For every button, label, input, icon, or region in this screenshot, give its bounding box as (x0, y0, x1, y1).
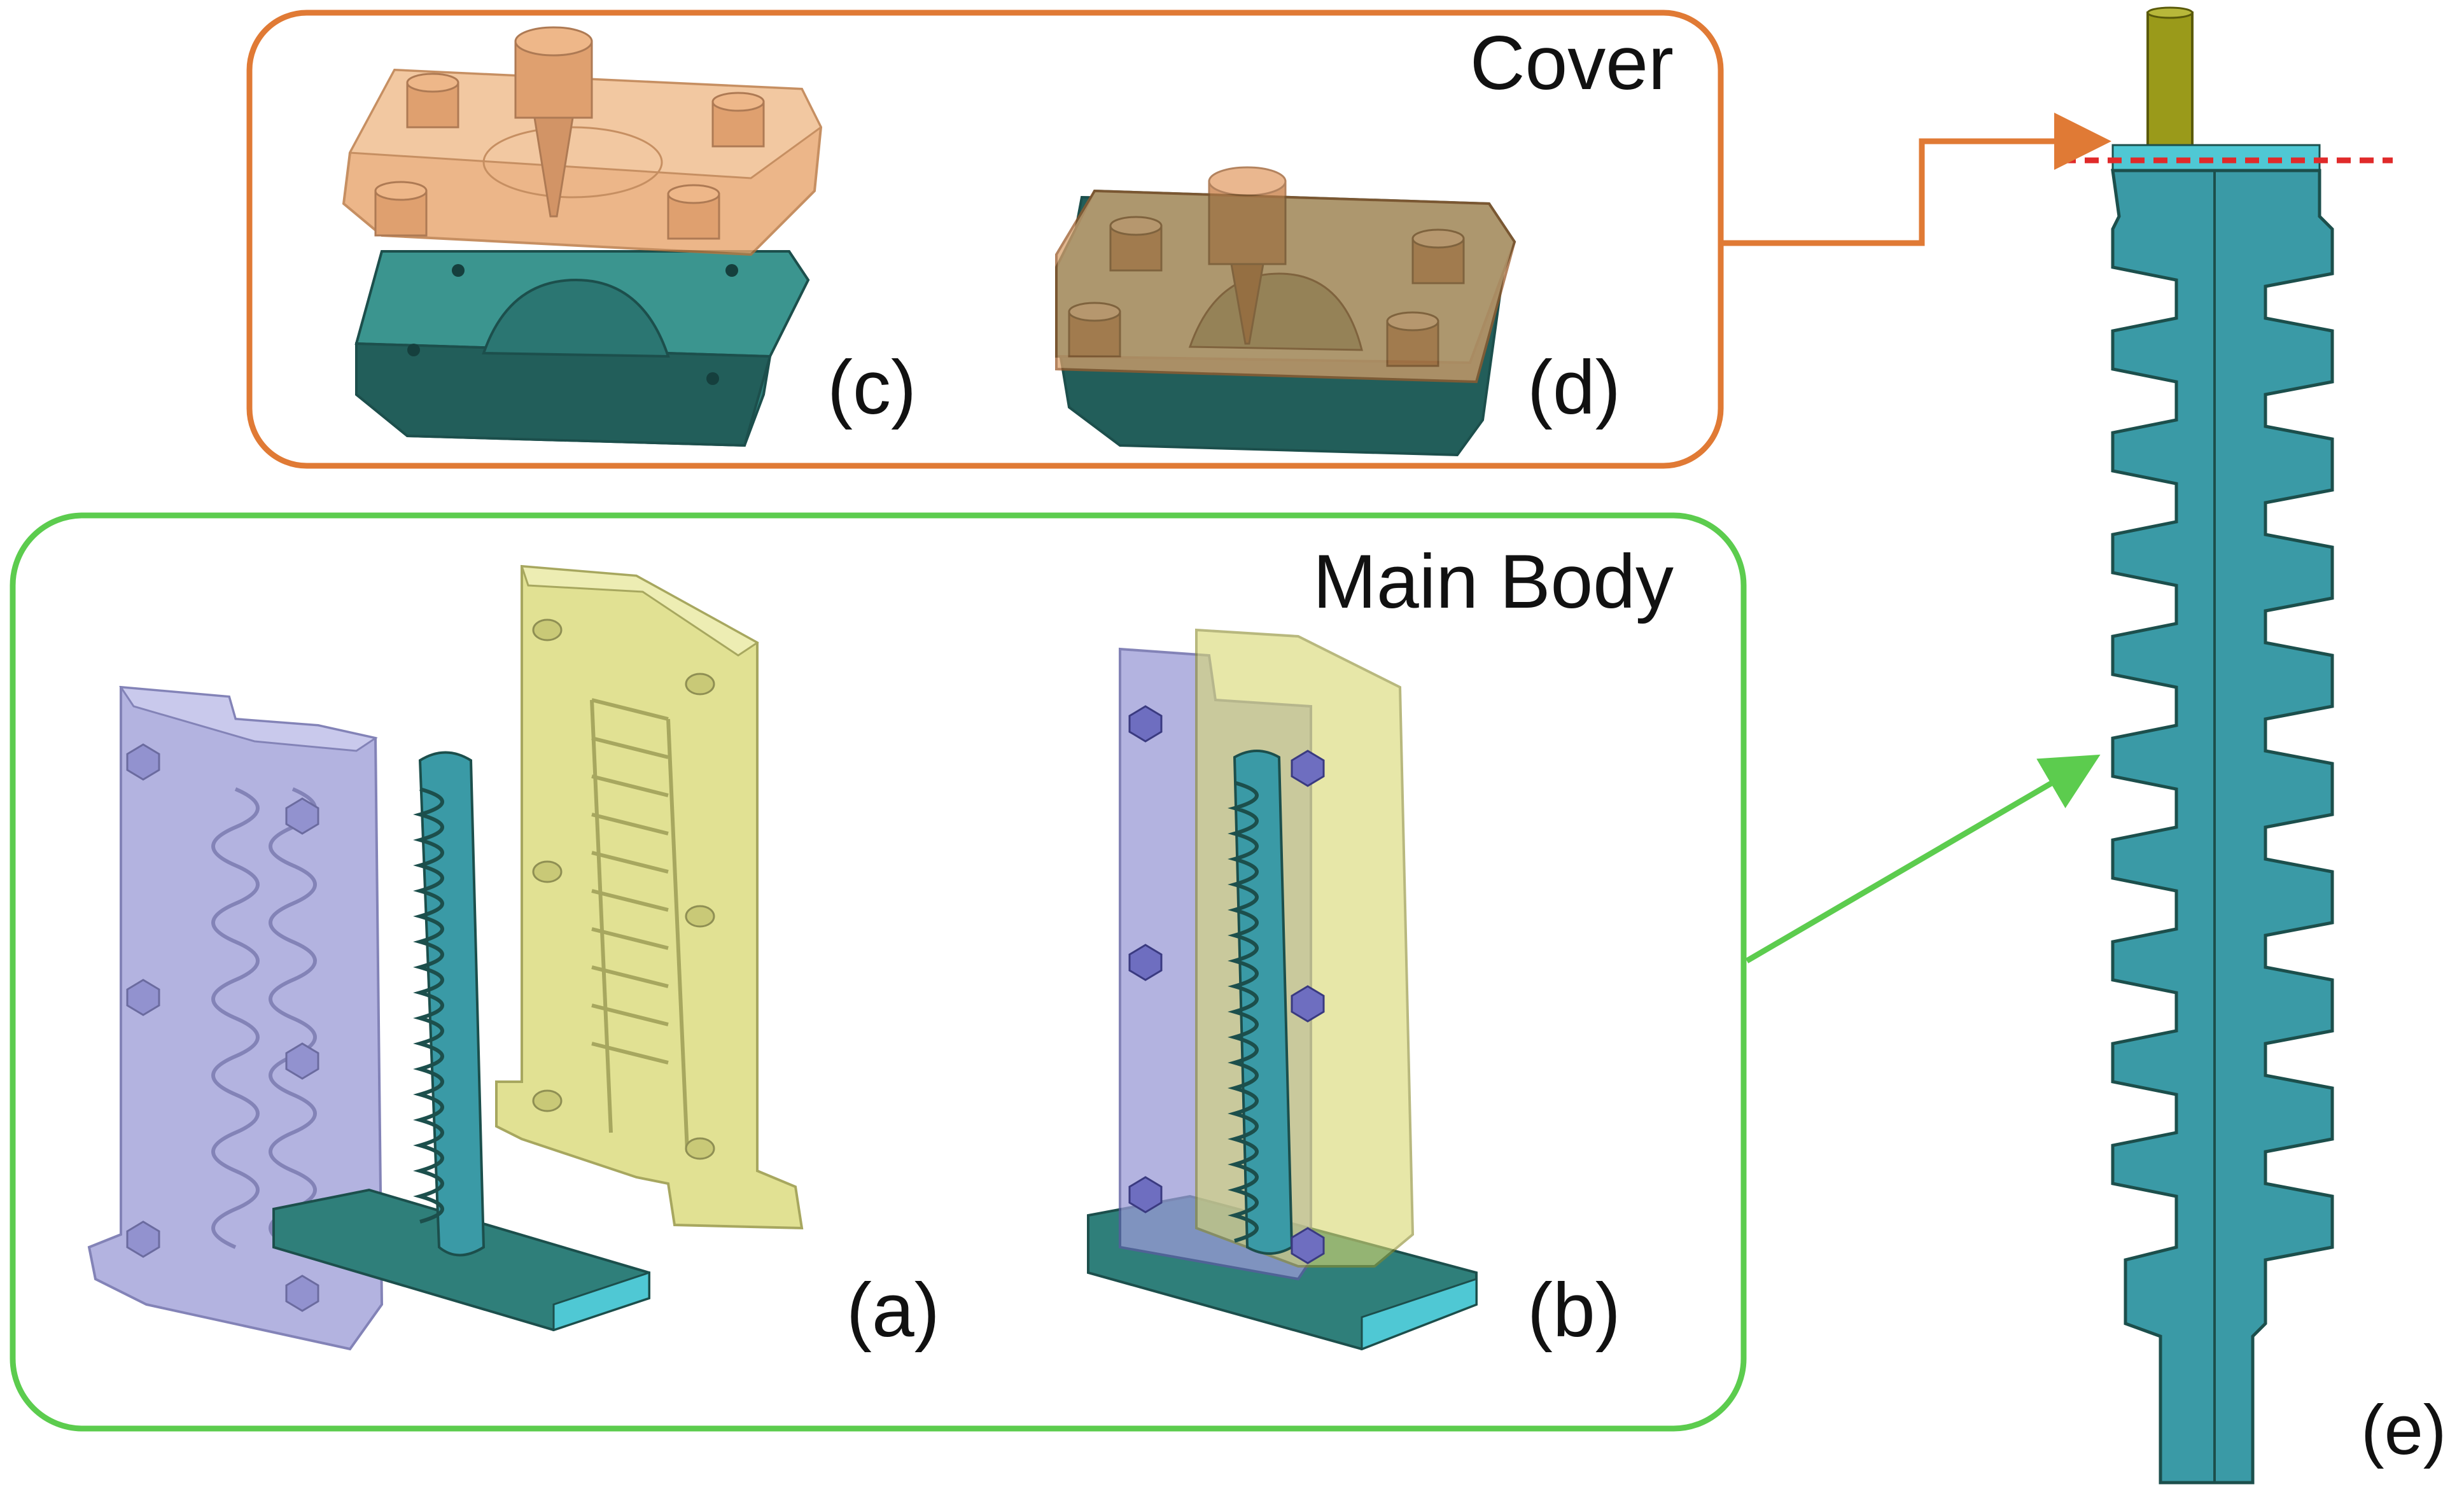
panel-e-cross-section: (e) (2062, 6, 2446, 1485)
blue-half-cavity-ridges (211, 787, 317, 1249)
panel-b-assembled-main-body: (b) (1087, 628, 1621, 1353)
assembled-bolts (1128, 705, 1325, 1264)
panel-b-label: (b) (1527, 1268, 1621, 1353)
cover-base-plate (354, 250, 810, 447)
yellow-half-bolts (532, 619, 715, 1160)
main-body-group-frame (10, 512, 1747, 1432)
yellow-half-cavity-ridges (590, 698, 689, 1152)
blue-half-bolts (126, 743, 319, 1312)
finned-core-section (2111, 169, 2334, 1485)
cover-group: Cover (246, 10, 1724, 469)
panel-c-exploded-cover: (c) (342, 26, 916, 447)
assembled-cover-piece (1055, 166, 1516, 384)
filling-rod (2146, 11, 2194, 148)
panel-d-label: (d) (1527, 345, 1621, 430)
yellow-mold-half (495, 564, 804, 1230)
teal-core-with-base (272, 751, 650, 1332)
cover-group-title: Cover (1470, 20, 1674, 106)
cover-group-frame (246, 10, 1724, 469)
main-body-to-section-arrow (1745, 754, 2101, 963)
panel-a-label: (a) (846, 1268, 940, 1353)
panel-e-label: (e) (2361, 1391, 2446, 1469)
main-body-group: Main Body (10, 512, 1747, 1432)
main-body-group-title: Main Body (1313, 539, 1674, 624)
panel-d-assembled-cover: (d) (1054, 166, 1621, 457)
cover-to-section-arrow (1723, 113, 2111, 246)
cover-top-piece (342, 26, 823, 256)
panel-c-label: (c) (827, 345, 916, 430)
assembled-yellow-half (1195, 628, 1415, 1268)
panel-a-exploded-main-body: (a) (87, 564, 940, 1353)
blue-mold-half (87, 685, 384, 1351)
